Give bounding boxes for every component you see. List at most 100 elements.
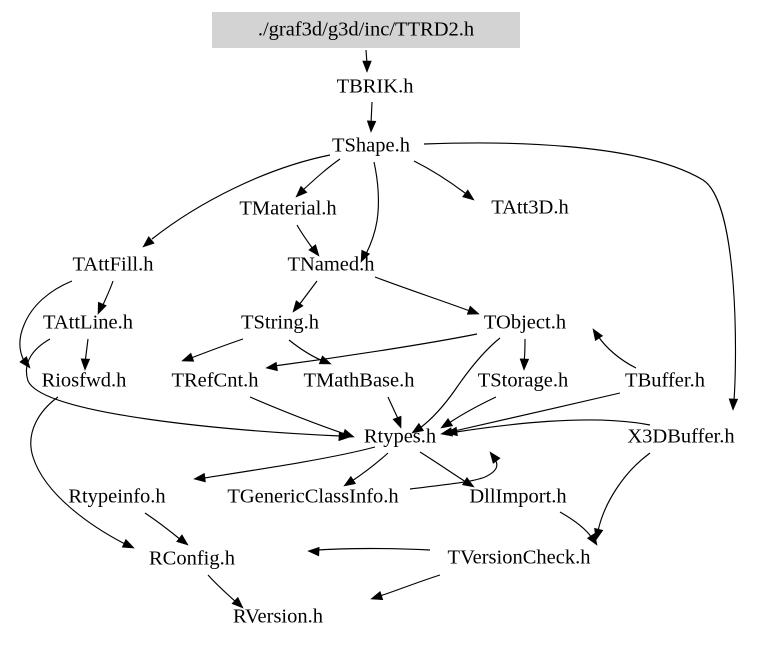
edge-tshape-to-tattfill (142, 154, 331, 248)
node-label: TAttLine.h (43, 312, 133, 334)
edge-line (419, 451, 467, 483)
edge-tnamed-to-tobject (374, 276, 480, 315)
node-tversion[interactable]: TVersionCheck.h (426, 543, 612, 573)
node-tbuffer[interactable]: TBuffer.h (612, 366, 718, 396)
node-tshape[interactable]: TShape.h (319, 131, 423, 161)
node-rtypes[interactable]: Rtypes.h (350, 422, 450, 452)
node-tattfill[interactable]: TAttFill.h (59, 250, 167, 280)
arrowhead-icon (466, 305, 480, 315)
node-rversion[interactable]: RVersion.h (218, 602, 338, 632)
node-label: TStorage.h (478, 370, 569, 392)
node-trefcnt[interactable]: TRefCnt.h (160, 366, 270, 396)
edge-line (101, 280, 114, 308)
edge-line (523, 338, 526, 363)
edge-x3dbuffer-to-tversion (594, 452, 651, 541)
edge-line (448, 396, 497, 424)
node-tgeneric[interactable]: TGenericClassInfo.h (198, 482, 428, 512)
node-label: TMathBase.h (303, 370, 414, 392)
edge-tstring-to-tmathbase (288, 339, 332, 365)
edge-line (374, 276, 471, 312)
node-tattline[interactable]: TAttLine.h (29, 308, 147, 338)
node-label: TRefCnt.h (171, 370, 258, 392)
edge-tbuffer-to-rtypes (440, 392, 621, 437)
node-label: TBRIK.h (337, 76, 414, 98)
edge-line (249, 396, 346, 435)
arrowhead-icon (462, 189, 475, 201)
edge-tshape-to-x3dbuffer (423, 142, 739, 411)
node-label: Rtypeinfo.h (68, 486, 165, 508)
arrowhead-icon (370, 591, 384, 601)
node-label: TAttFill.h (73, 254, 154, 276)
node-rtypeinfo[interactable]: Rtypeinfo.h (55, 482, 179, 512)
node-ttrd2[interactable]: ./graf3d/g3d/inc/TTRD2.h (212, 12, 520, 48)
edge-line (317, 547, 431, 551)
edge-trefcnt-to-rtypes (249, 396, 355, 438)
node-label: TShape.h (332, 135, 410, 157)
edge-line (559, 511, 593, 539)
arrowhead-icon (366, 120, 377, 133)
arrowhead-icon (265, 361, 278, 372)
node-label: RVersion.h (233, 606, 323, 628)
node-label: X3DBuffer.h (627, 426, 734, 448)
edge-line (273, 333, 478, 367)
arrowhead-icon (176, 534, 189, 546)
edge-line (379, 574, 441, 597)
edge-tversion-to-rconfig (307, 546, 431, 557)
arrowhead-icon (142, 236, 155, 248)
node-rconfig[interactable]: RConfig.h (137, 544, 247, 574)
edge-line (419, 337, 501, 429)
edge-tnamed-to-tstring (292, 280, 318, 313)
edge-line (365, 161, 379, 255)
edge-tattline-to-riosfwd (80, 338, 91, 371)
node-tobject[interactable]: TObject.h (469, 308, 581, 338)
node-label: TObject.h (484, 312, 566, 334)
edge-line (19, 280, 73, 362)
edge-x3dbuffer-to-rtypes (445, 419, 651, 437)
edge-tattfill-to-tattline (97, 280, 114, 315)
node-label: TAtt3D.h (491, 197, 569, 219)
node-riosfwd[interactable]: Riosfwd.h (28, 366, 140, 396)
edge-line (298, 280, 318, 306)
node-label: TNamed.h (287, 254, 374, 276)
edge-rtypes-to-rtypeinfo (193, 446, 376, 483)
edge-line (151, 154, 331, 240)
node-tmaterial[interactable]: TMaterial.h (225, 194, 351, 224)
edge-line (413, 160, 466, 194)
node-tstorage[interactable]: TStorage.h (464, 366, 582, 396)
edge-rtypes-to-dllimport (419, 451, 475, 488)
node-tmathbase[interactable]: TMathBase.h (289, 366, 429, 396)
edge-line (144, 512, 182, 541)
node-tstring[interactable]: TString.h (227, 308, 333, 338)
edge-line (370, 101, 373, 125)
node-label: DllImport.h (469, 486, 566, 508)
nodes-layer: ./graf3d/g3d/inc/TTRD2.hTBRIK.hTShape.hT… (28, 12, 747, 632)
node-tatt3d[interactable]: TAtt3D.h (478, 193, 582, 223)
arrowhead-icon (292, 300, 304, 313)
arrowhead-icon (343, 475, 357, 487)
node-tbrik[interactable]: TBRIK.h (325, 72, 425, 102)
arrowhead-icon (181, 352, 195, 362)
node-label: Rtypes.h (364, 426, 436, 448)
arrowhead-icon (519, 358, 530, 371)
node-label: TMaterial.h (239, 198, 336, 220)
edge-line (597, 452, 651, 532)
edge-line (190, 338, 244, 359)
arrowhead-icon (489, 451, 501, 464)
arrowhead-icon (592, 328, 604, 342)
edge-tmathbase-to-rtypes (387, 396, 402, 429)
edge-tstorage-to-rtypes (440, 396, 497, 429)
edge-tmaterial-to-tnamed (296, 224, 320, 257)
edge-line (203, 446, 376, 479)
arrowhead-icon (193, 472, 206, 483)
arrowhead-icon (392, 415, 402, 429)
edge-rtypes-to-tgeneric (343, 452, 389, 487)
arrowhead-icon (80, 358, 91, 371)
edge-tshape-to-tmaterial (295, 158, 341, 198)
edge-line (288, 339, 324, 362)
arrowhead-icon (728, 398, 739, 411)
node-dllimport[interactable]: DllImport.h (455, 482, 581, 512)
edge-tobject-to-tstorage (519, 338, 530, 371)
node-tnamed[interactable]: TNamed.h (274, 250, 388, 280)
node-x3dbuffer[interactable]: X3DBuffer.h (615, 422, 747, 452)
